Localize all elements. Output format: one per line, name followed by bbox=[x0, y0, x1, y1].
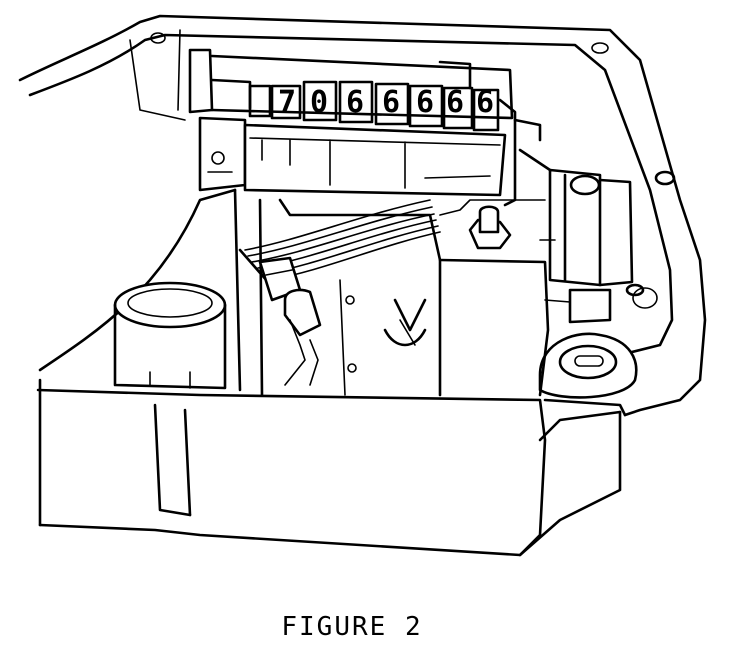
mounting-hole bbox=[150, 32, 166, 44]
screw-hole bbox=[345, 295, 355, 305]
cylinder-post bbox=[113, 281, 227, 390]
mounting-hole bbox=[654, 170, 676, 186]
right-bracket bbox=[518, 148, 634, 324]
screw-hole bbox=[347, 363, 357, 373]
figure-caption: FIGURE 2 bbox=[0, 612, 736, 642]
housing-inner-rim bbox=[28, 33, 674, 357]
peg bbox=[468, 205, 512, 250]
counter-digit: 6 bbox=[382, 85, 400, 120]
mounting-hole bbox=[591, 42, 609, 54]
counter-digit: 0 bbox=[310, 85, 328, 120]
slotted-boss bbox=[538, 332, 638, 399]
counter-digit: 6 bbox=[416, 85, 434, 120]
clip-lug bbox=[383, 298, 427, 347]
mounting-hole bbox=[625, 283, 645, 297]
counter-digit: 6 bbox=[476, 85, 494, 120]
housing-front-face bbox=[36, 388, 547, 557]
counter-digit: 7 bbox=[278, 85, 296, 120]
housing-outer-rim bbox=[18, 14, 707, 417]
counter-digit: 6 bbox=[446, 85, 464, 120]
counter-digit: 6 bbox=[346, 85, 364, 120]
figure-caption-text: FIGURE 2 bbox=[281, 612, 423, 642]
connector-lower bbox=[283, 288, 322, 386]
